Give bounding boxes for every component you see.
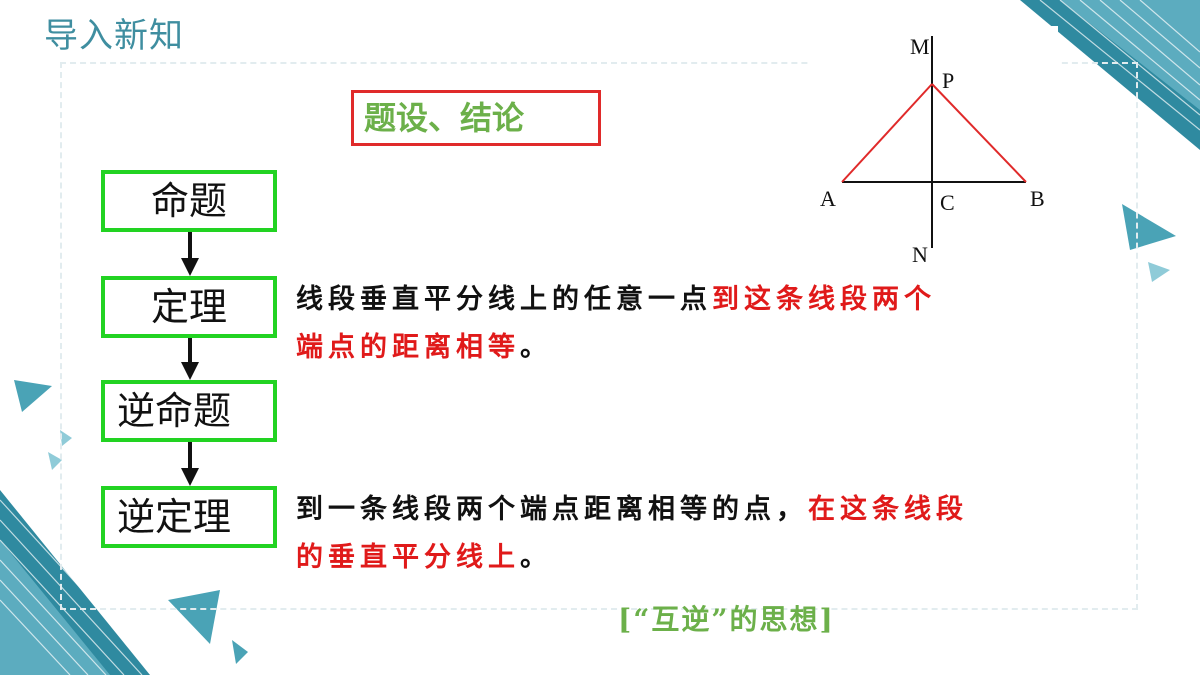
theorem-statement-line1: 线段垂直平分线上的任意一点到这条线段两个 xyxy=(296,284,936,315)
label-N: N xyxy=(912,242,928,267)
flow-box-proposition: 命题 xyxy=(101,170,277,232)
flow-box-converse-theorem: 逆定理 xyxy=(101,486,277,548)
mutual-inverse-tag: [“互逆”的思想] xyxy=(618,603,835,636)
label-P: P xyxy=(942,68,954,93)
perpendicular-bisector-diagram: M P A C B N xyxy=(810,26,1058,270)
flow-box-theorem: 定理 xyxy=(101,276,277,338)
label-A: A xyxy=(820,186,836,211)
flow-box-converse-proposition: 逆命题 xyxy=(101,380,277,442)
converse-statement-line2: 的垂直平分线上。 xyxy=(296,542,552,573)
label-M: M xyxy=(910,34,930,59)
theorem-statement-line2: 端点的距离相等。 xyxy=(296,332,552,363)
content-frame xyxy=(60,62,1138,610)
label-C: C xyxy=(940,190,955,215)
converse-statement-line1: 到一条线段两个端点距离相等的点，在这条线段 xyxy=(296,494,968,525)
label-B: B xyxy=(1030,186,1045,211)
page-title: 导入新知 xyxy=(44,16,184,56)
premise-conclusion-box: 题设、结论 xyxy=(351,90,601,146)
